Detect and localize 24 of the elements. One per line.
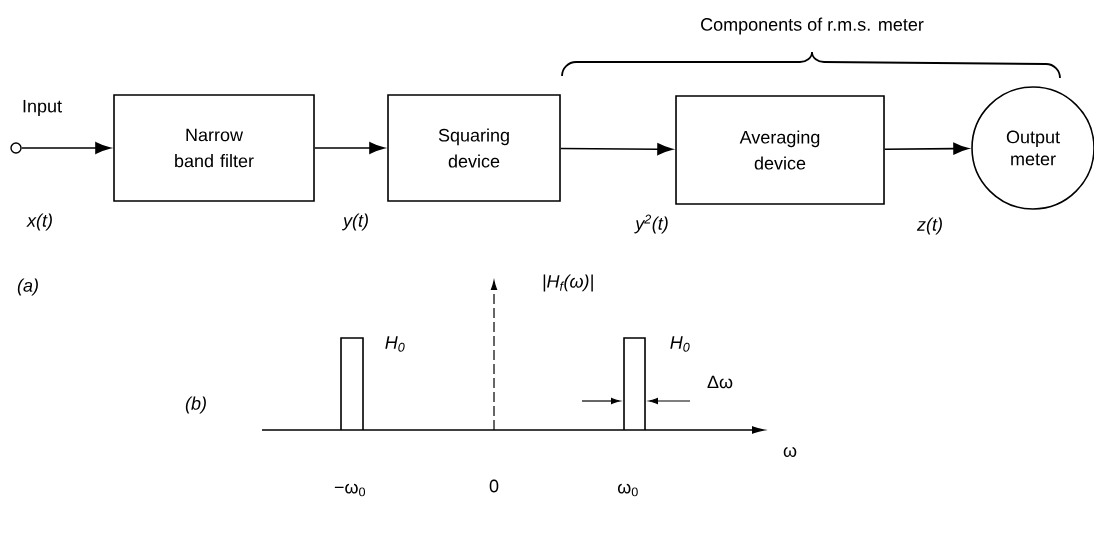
signal-label: z(t) xyxy=(916,217,942,235)
signal-label: x(t) xyxy=(26,213,52,231)
block-box: Averaging device xyxy=(675,95,885,205)
signal-arrow xyxy=(560,143,673,156)
tick-label: 0 xyxy=(489,479,499,493)
meter-group-label: Components of r.m.s. meter xyxy=(701,17,924,35)
panel-label: (b) xyxy=(185,396,206,414)
tick-label: ω$_{0}$ xyxy=(617,483,638,497)
signal-label: y(t) xyxy=(342,213,368,231)
amplitude-label: H$_{0}$ xyxy=(385,336,405,352)
signal-arrow xyxy=(884,142,969,155)
panel-label: (a) xyxy=(17,278,38,296)
amplitude-label: H$_{0}$ xyxy=(670,336,690,352)
signal-arrow xyxy=(314,142,385,154)
axis-label: ω xyxy=(783,447,797,457)
signal-arrow xyxy=(20,142,111,154)
axis-label: |H$_{f}$(ω)| xyxy=(543,274,593,292)
block-box: Squaring device xyxy=(387,94,561,202)
signal-label: y$^{2}$(t) xyxy=(634,214,668,234)
input-label: Input xyxy=(23,99,62,117)
bandwidth-label: Δω xyxy=(707,375,733,389)
block-box: Narrow band filter xyxy=(113,94,315,202)
input-terminal xyxy=(10,142,22,154)
tick-label: −ω$_{0}$ xyxy=(334,483,366,497)
